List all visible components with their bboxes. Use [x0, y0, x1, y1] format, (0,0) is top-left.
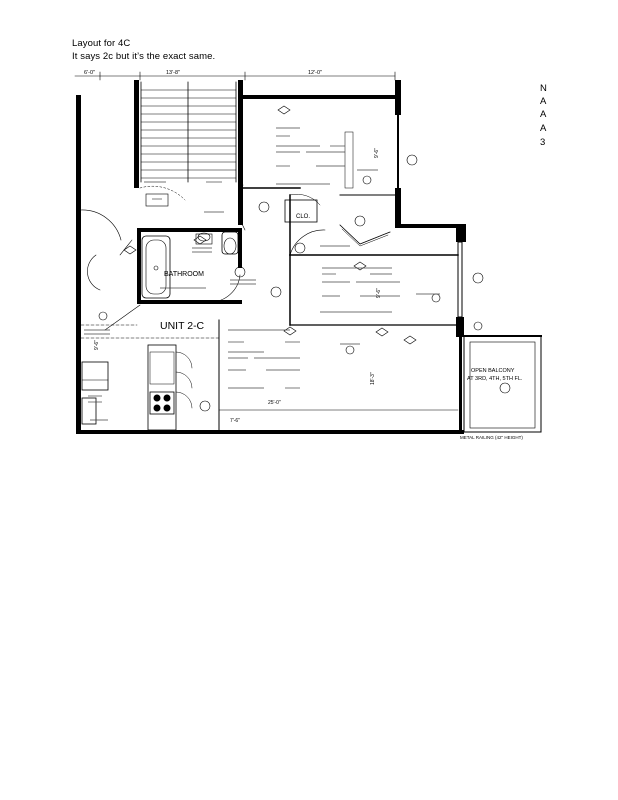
margin-letter-5: 3 [540, 137, 545, 148]
header-note: It says 2c but it’s the exact same. [72, 51, 216, 62]
dim-living-depth: 18'-3" [370, 372, 376, 385]
closet-label: CLO. [296, 214, 310, 220]
page-header: Layout for 4C It says 2c but it’s the ex… [72, 37, 215, 63]
margin-letter-4: A [540, 123, 547, 134]
balcony-floors-label: AT 3RD, 4TH, 5TH FL. [467, 376, 523, 382]
dim-top-right: 12'-0" [308, 70, 322, 76]
dim-living-width: 25'-0" [268, 400, 281, 406]
balcony-label: OPEN BALCONY [471, 368, 515, 374]
bathroom-label: BATHROOM [164, 271, 204, 278]
dim-bedroom2-depth: 9'-6" [376, 288, 382, 298]
dim-top-mid: 13'-8" [166, 70, 180, 76]
dim-bedroom1-depth: 9'-6" [374, 148, 380, 158]
unit-title: UNIT 2-C [160, 320, 205, 332]
railing-label: METAL RAILING (42" HEIGHT) [460, 435, 523, 440]
dim-top-left: 6'-0" [84, 70, 95, 76]
margin-letter-2: A [540, 96, 547, 107]
margin-letter-1: N [540, 83, 547, 94]
margin-letter-3: A [540, 109, 547, 120]
dim-kitchen: 9'-6" [94, 340, 100, 350]
header-title: Layout for 4C [72, 38, 131, 49]
dim-bath: 7'-6" [230, 418, 240, 424]
